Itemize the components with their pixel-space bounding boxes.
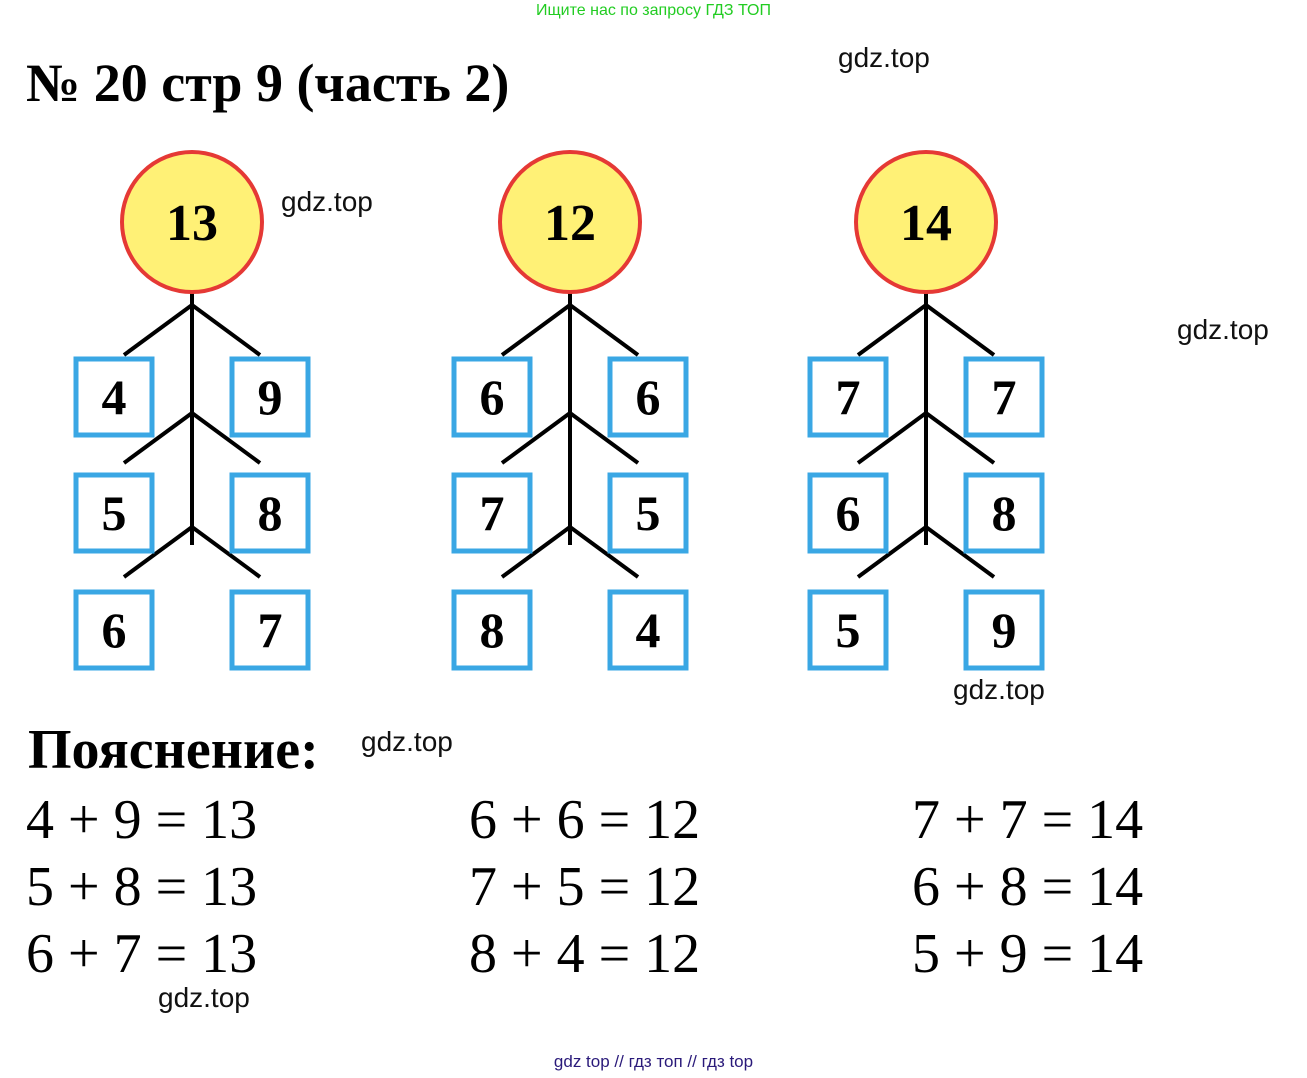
watermark: gdz.top	[953, 674, 1045, 705]
box-number: 5	[102, 485, 127, 541]
root-circle	[854, 150, 998, 294]
number-box	[807, 589, 889, 671]
box-number: 6	[102, 602, 127, 658]
equation: 7 + 5 = 12	[469, 856, 701, 918]
box-number: 7	[480, 485, 505, 541]
watermark: gdz.top	[158, 982, 250, 1013]
box-number: 8	[992, 485, 1017, 541]
box-number: 8	[480, 602, 505, 658]
number-box	[451, 356, 533, 438]
root-number: 12	[544, 195, 596, 252]
box-number: 4	[102, 369, 127, 425]
box-number: 6	[636, 369, 661, 425]
box-number: 9	[992, 602, 1017, 658]
equation: 6 + 8 = 14	[912, 856, 1144, 918]
box-number: 5	[636, 485, 661, 541]
equation: 5 + 8 = 13	[26, 856, 258, 918]
equation: 5 + 9 = 14	[912, 923, 1144, 985]
box-number: 8	[258, 485, 283, 541]
tree-branch	[856, 411, 928, 465]
tree-branch	[924, 411, 996, 465]
box-number: 6	[836, 485, 861, 541]
tree-branch	[568, 525, 640, 579]
box-number: 9	[258, 369, 283, 425]
tree-branch	[500, 525, 572, 579]
number-trees: 13 4 9 5 8 6 7 12 6 6 7 5 8 4 14 7 7 6 8 5 9	[73, 150, 1045, 671]
explanation-title: Пояснение:	[28, 719, 319, 781]
watermark: gdz.top	[361, 726, 453, 757]
box-number: 7	[258, 602, 283, 658]
root-number: 14	[900, 195, 952, 252]
tree-branch	[190, 525, 262, 579]
tree-branch	[856, 303, 928, 357]
tree-branch	[190, 303, 262, 357]
tree-branch	[190, 411, 262, 465]
root-number: 13	[166, 195, 218, 252]
number-box	[451, 472, 533, 554]
number-box	[229, 356, 311, 438]
number-box	[807, 356, 889, 438]
box-number: 6	[480, 369, 505, 425]
tree-branch	[122, 525, 194, 579]
number-box	[607, 356, 689, 438]
watermark: gdz.top	[281, 186, 373, 217]
equation: 4 + 9 = 13	[26, 789, 258, 851]
tree-branch	[924, 525, 996, 579]
tree-branch	[568, 411, 640, 465]
number-box	[229, 589, 311, 671]
page-title: № 20 стр 9 (часть 2)	[26, 53, 510, 113]
number-box	[73, 472, 155, 554]
number-box	[963, 589, 1045, 671]
watermark: gdz.top	[838, 42, 930, 73]
footer-links: gdz top // гдз топ // гдз top	[553, 1052, 754, 1071]
equation: 7 + 7 = 14	[912, 789, 1144, 851]
number-box	[451, 589, 533, 671]
box-number: 5	[836, 602, 861, 658]
number-box	[73, 356, 155, 438]
box-number: 7	[992, 369, 1017, 425]
tree-branch	[122, 411, 194, 465]
number-box	[229, 472, 311, 554]
root-circle	[120, 150, 264, 294]
tree-branch	[924, 303, 996, 357]
tree-branch	[122, 303, 194, 357]
box-number: 7	[836, 369, 861, 425]
equation: 6 + 6 = 12	[469, 789, 701, 851]
number-box	[73, 589, 155, 671]
tree-branch	[500, 411, 572, 465]
tree-branch	[856, 525, 928, 579]
top-note: Ищите нас по запросу ГДЗ ТОП	[536, 2, 771, 19]
number-box	[963, 472, 1045, 554]
box-number: 4	[636, 602, 661, 658]
root-circle	[498, 150, 642, 294]
tree-branch	[500, 303, 572, 357]
number-box	[807, 472, 889, 554]
equation: 6 + 7 = 13	[26, 923, 258, 985]
number-box	[963, 356, 1045, 438]
tree-branch	[568, 303, 640, 357]
watermark: gdz.top	[1177, 314, 1269, 345]
number-box	[607, 589, 689, 671]
number-box	[607, 472, 689, 554]
equation: 8 + 4 = 12	[469, 923, 701, 985]
